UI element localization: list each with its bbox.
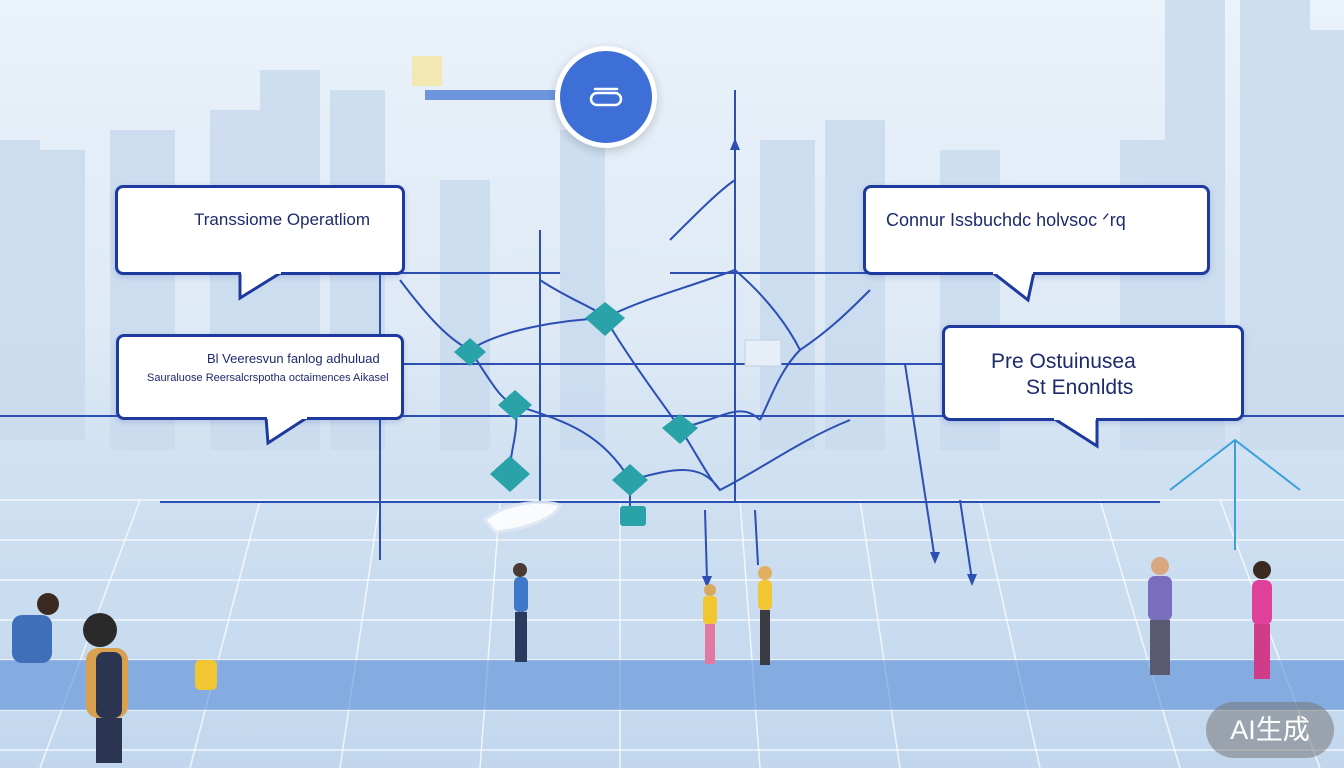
speech-bubble-veeresvun: Bl Veeresvun fanlog adhuluad Sauraluose … <box>116 334 404 446</box>
speech-bubble-connur: Connur Issbuchdc holvsoc ᐟrq <box>863 185 1210 303</box>
bubble-line-1: Bl Veeresvun fanlog adhuluad <box>207 351 380 366</box>
people-figures <box>12 557 1272 763</box>
speech-bubble-transsiome: Transsiome Operatliom <box>115 185 405 301</box>
bubble-tail <box>1051 418 1099 449</box>
top-circle-button[interactable] <box>555 46 657 148</box>
bubble-line-2: Sauraluose Reersalcrspotha octaimences A… <box>147 372 389 384</box>
network-nodes <box>454 302 698 526</box>
speech-bubble-pre-ostuinusea: Pre Ostuinusea St Enonldts <box>942 325 1244 449</box>
bubble-title: Transsiome Operatliom <box>194 210 371 229</box>
bubble-tail <box>264 417 311 446</box>
floor-grid <box>0 499 1344 768</box>
bubble-tail <box>990 272 1036 303</box>
stop-capsule-icon <box>589 87 623 107</box>
floor-band <box>0 660 1344 710</box>
arrowheads <box>702 138 977 588</box>
bubble-title: Connur Issbuchdc holvsoc ᐟrq <box>886 210 1126 230</box>
ai-generated-watermark: AI生成 <box>1206 702 1334 758</box>
bubble-line-2: St Enonldts <box>1026 376 1134 399</box>
bubble-line-1: Pre Ostuinusea <box>991 350 1136 373</box>
bubble-tail <box>238 272 285 301</box>
